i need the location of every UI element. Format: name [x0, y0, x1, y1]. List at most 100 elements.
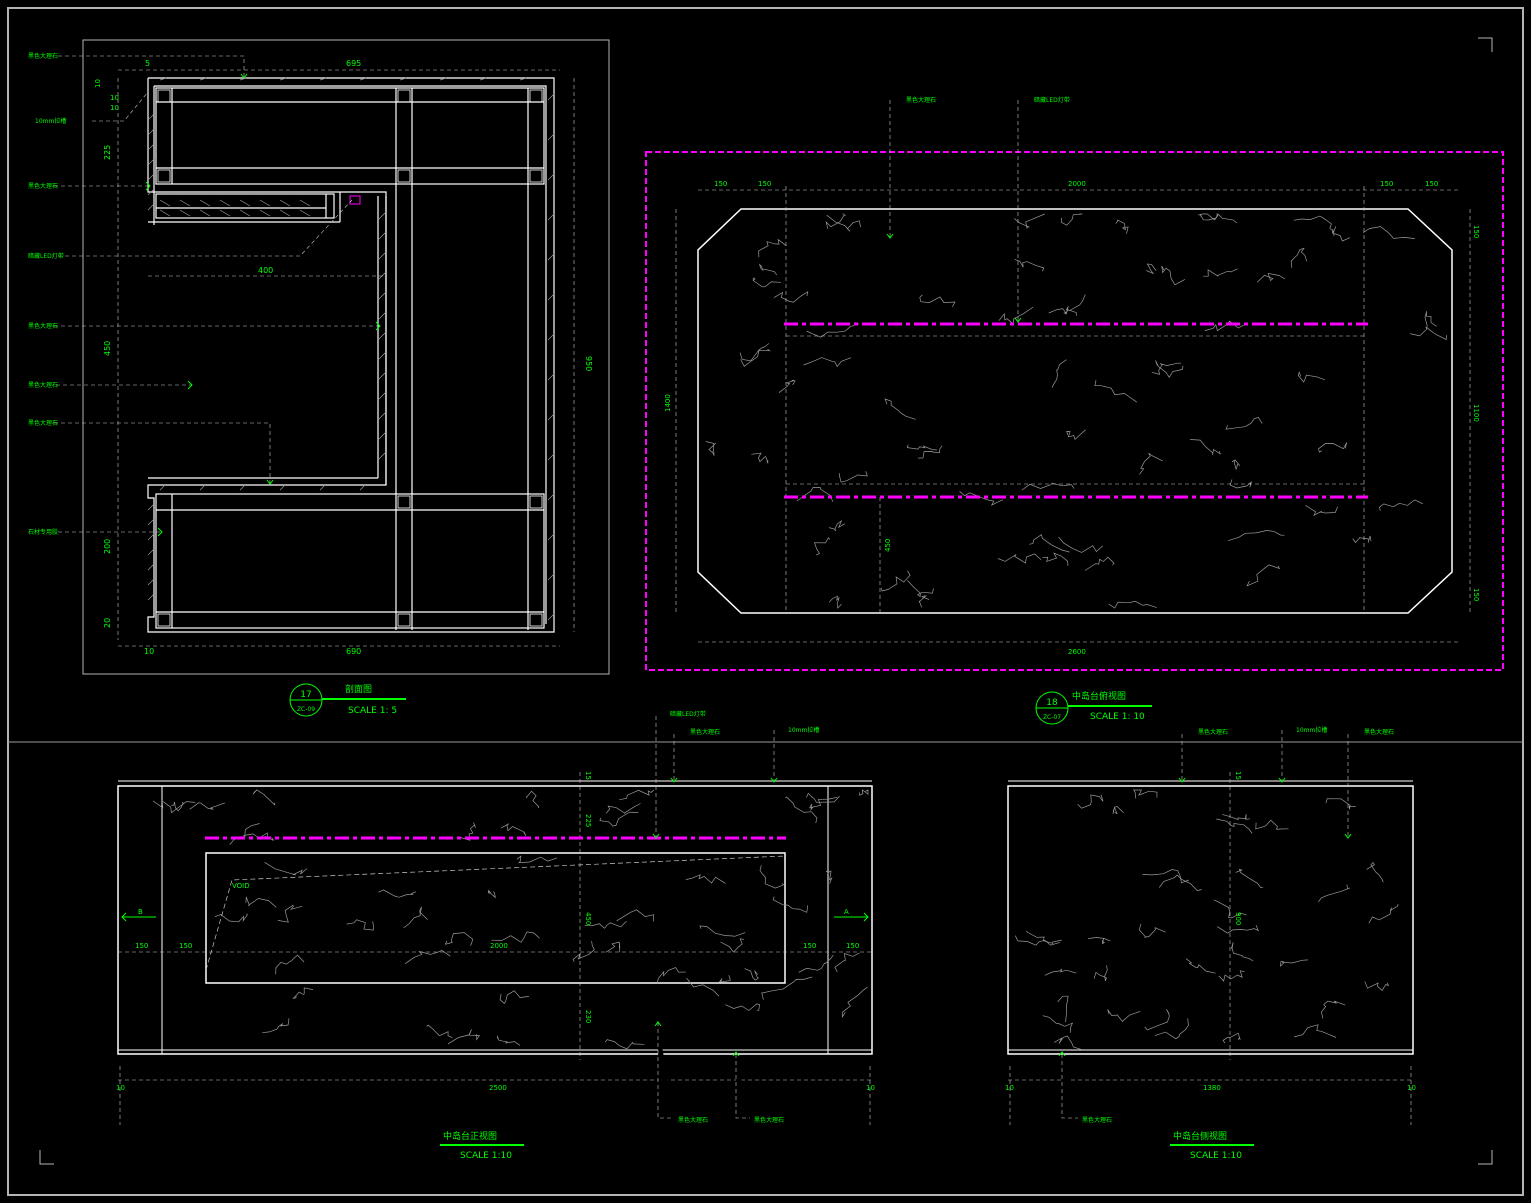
- marble-vein: [686, 977, 720, 997]
- section-dim-left-c: 200: [103, 539, 112, 554]
- marble-vein: [1235, 868, 1264, 888]
- fv-dim-h-1: 150: [135, 942, 148, 950]
- marble-vein: [907, 580, 934, 598]
- marble-vein: [1042, 1015, 1074, 1033]
- marble-vein: [525, 790, 540, 809]
- fv-label-bottom-2: 黑色大理石: [754, 1116, 784, 1124]
- section-label-7: 黑色大理石: [28, 419, 58, 427]
- fv-void-label: VOID: [232, 882, 250, 890]
- marble-vein: [1063, 294, 1086, 314]
- marble-vein: [1366, 861, 1384, 883]
- section-scale: SCALE 1: 5: [348, 706, 397, 716]
- marble-vein: [1154, 1018, 1189, 1040]
- marble-vein: [1048, 308, 1077, 316]
- marble-vein: [1057, 995, 1069, 1023]
- tv-scale: SCALE 1: 10: [1090, 712, 1145, 722]
- marble-vein: [751, 452, 769, 464]
- marble-vein: [1115, 219, 1129, 234]
- marble-vein: [1318, 884, 1350, 903]
- marble-vein: [828, 595, 842, 609]
- marble-vein: [292, 987, 314, 1000]
- marble-vein: [1051, 359, 1067, 388]
- sv-label-top-3: 黑色大理石: [1364, 728, 1394, 736]
- marble-vein: [881, 570, 911, 592]
- section-dim-top: 695: [346, 59, 361, 68]
- marble-vein: [1108, 600, 1157, 609]
- marble-vein: [277, 904, 303, 923]
- marble-vein: [1146, 263, 1157, 275]
- section-dim-left-b: 450: [103, 341, 112, 356]
- marble-vein: [1042, 552, 1069, 566]
- tv-dim-top-3: 2000: [1068, 180, 1086, 188]
- marble-vein: [1066, 429, 1086, 441]
- section-label-1: 黑色大理石: [28, 52, 58, 60]
- marble-vein: [1112, 806, 1124, 815]
- marble-vein: [1185, 958, 1216, 974]
- marble-vein: [1013, 213, 1045, 230]
- marble-vein: [426, 1024, 453, 1039]
- marble-vein: [699, 925, 746, 937]
- marble-vein: [1279, 959, 1309, 968]
- fv-label-top-3: 10mm拉槽: [788, 726, 819, 734]
- marble-vein: [1305, 505, 1338, 516]
- leader-arrows: [145, 73, 1352, 1057]
- marble-vein: [740, 348, 771, 367]
- marble-vein: [171, 802, 184, 812]
- section-label-6: 黑色大理石: [28, 381, 58, 389]
- marble-vein: [718, 975, 731, 983]
- side-view-outline: [1007, 785, 1414, 1055]
- marble-vein: [720, 938, 745, 953]
- tv-dim-left: 1400: [664, 394, 672, 412]
- marble-vein: [1014, 935, 1060, 946]
- marble-vein: [1025, 930, 1062, 944]
- marble-vein: [1107, 1009, 1141, 1023]
- marble-vein: [803, 357, 852, 368]
- marble-vein: [752, 277, 782, 288]
- section-dim-left-top-b: 10: [110, 94, 119, 102]
- fv-dim-v-3: 450: [584, 912, 592, 925]
- tv-sheet: ZC-07: [1043, 714, 1061, 721]
- marble-vein: [1332, 226, 1351, 242]
- tv-dim-right-1: 150: [1472, 225, 1480, 238]
- marble-vein: [959, 491, 1003, 506]
- fv-dim-bottom-left: 10: [116, 1084, 125, 1092]
- sv-dim-v-1: 15: [1234, 771, 1242, 780]
- marble-vein: [1230, 942, 1254, 962]
- section-dim-bottom-left: 10: [144, 647, 154, 656]
- marble-vein: [1190, 439, 1222, 456]
- marble-vein: [826, 214, 861, 232]
- section-label-2: 10mm拉槽: [35, 117, 66, 125]
- sv-title: 中岛台侧视图: [1173, 1130, 1227, 1142]
- tv-dim-top-5: 150: [1425, 180, 1438, 188]
- marble-vein: [772, 896, 809, 913]
- section-dim-left-top-a: 10: [94, 79, 102, 88]
- top-view-outline: [697, 208, 1453, 614]
- marble-vein: [243, 832, 274, 841]
- sv-dim-bottom: 1380: [1203, 1084, 1221, 1092]
- section-dim-bottom: 690: [346, 647, 361, 656]
- fv-dim-v-2: 225: [584, 814, 592, 827]
- marble-vein: [918, 445, 943, 459]
- marble-vein: [834, 952, 860, 973]
- marble-vein: [906, 444, 938, 451]
- marble-vein: [619, 789, 655, 801]
- marble-vein: [796, 487, 834, 502]
- fv-dim-h-5: 150: [846, 942, 859, 950]
- marble-vein: [1362, 226, 1415, 239]
- marble-vein: [1216, 818, 1253, 834]
- marble-vein: [1142, 869, 1190, 884]
- marble-vein: [1257, 272, 1286, 283]
- marble-vein: [1231, 459, 1241, 471]
- marble-vein: [1246, 564, 1281, 587]
- marble-vein: [487, 889, 496, 899]
- section-label-5: 黑色大理石: [28, 322, 58, 330]
- marble-vein: [1060, 213, 1083, 226]
- section-dim-right: 950: [584, 356, 593, 371]
- fv-label-top-1: 暗藏LED灯带: [670, 710, 706, 718]
- section-view: 5 695 10 690 950 225 450 200 20 10 10 10…: [28, 39, 610, 717]
- marble-vein: [1014, 258, 1045, 272]
- front-view-outline: [117, 785, 873, 1055]
- marble-vein: [759, 865, 785, 889]
- fv-dim-h-2: 150: [179, 942, 192, 950]
- sv-dim-bottom-right: 10: [1407, 1084, 1416, 1092]
